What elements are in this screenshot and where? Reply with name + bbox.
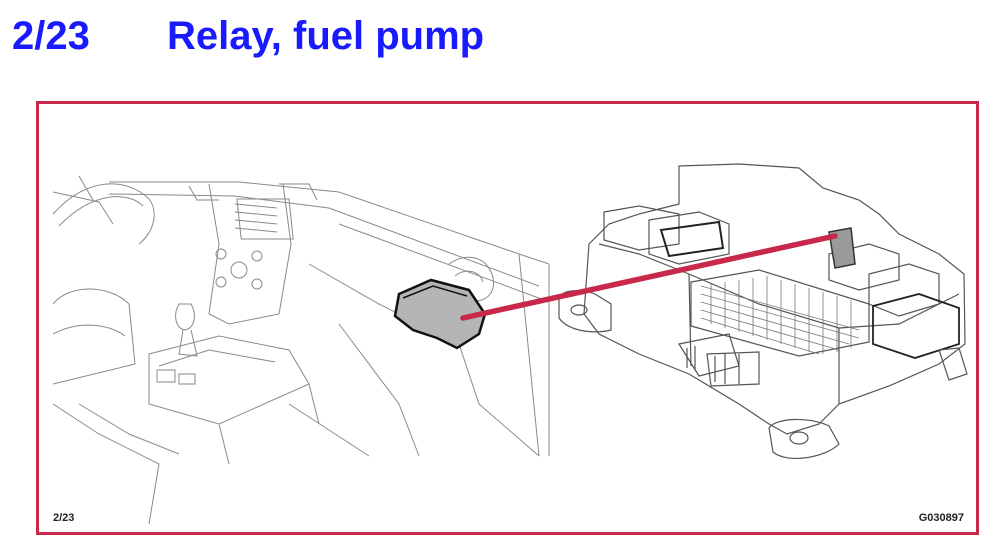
page-heading: 2/23 Relay, fuel pump — [12, 14, 484, 59]
gear-lever-drawing — [148, 303, 320, 465]
component-title: Relay, fuel pump — [167, 14, 485, 58]
figure-image-code: G030897 — [918, 512, 964, 524]
leader-line — [460, 233, 838, 321]
fuse-box-drawing — [558, 163, 968, 459]
illustration-frame: 2/23 G030897 — [36, 101, 979, 535]
centre-stack-drawing — [208, 183, 294, 325]
seat-drawing — [52, 288, 180, 525]
relay-location-marker — [393, 278, 487, 350]
figure-page-ref: 2/23 — [53, 512, 75, 524]
illustration — [52, 163, 968, 525]
component-code: 2/23 — [12, 14, 90, 58]
steering-wheel-drawing — [52, 175, 155, 245]
dashboard-drawing — [108, 181, 550, 457]
